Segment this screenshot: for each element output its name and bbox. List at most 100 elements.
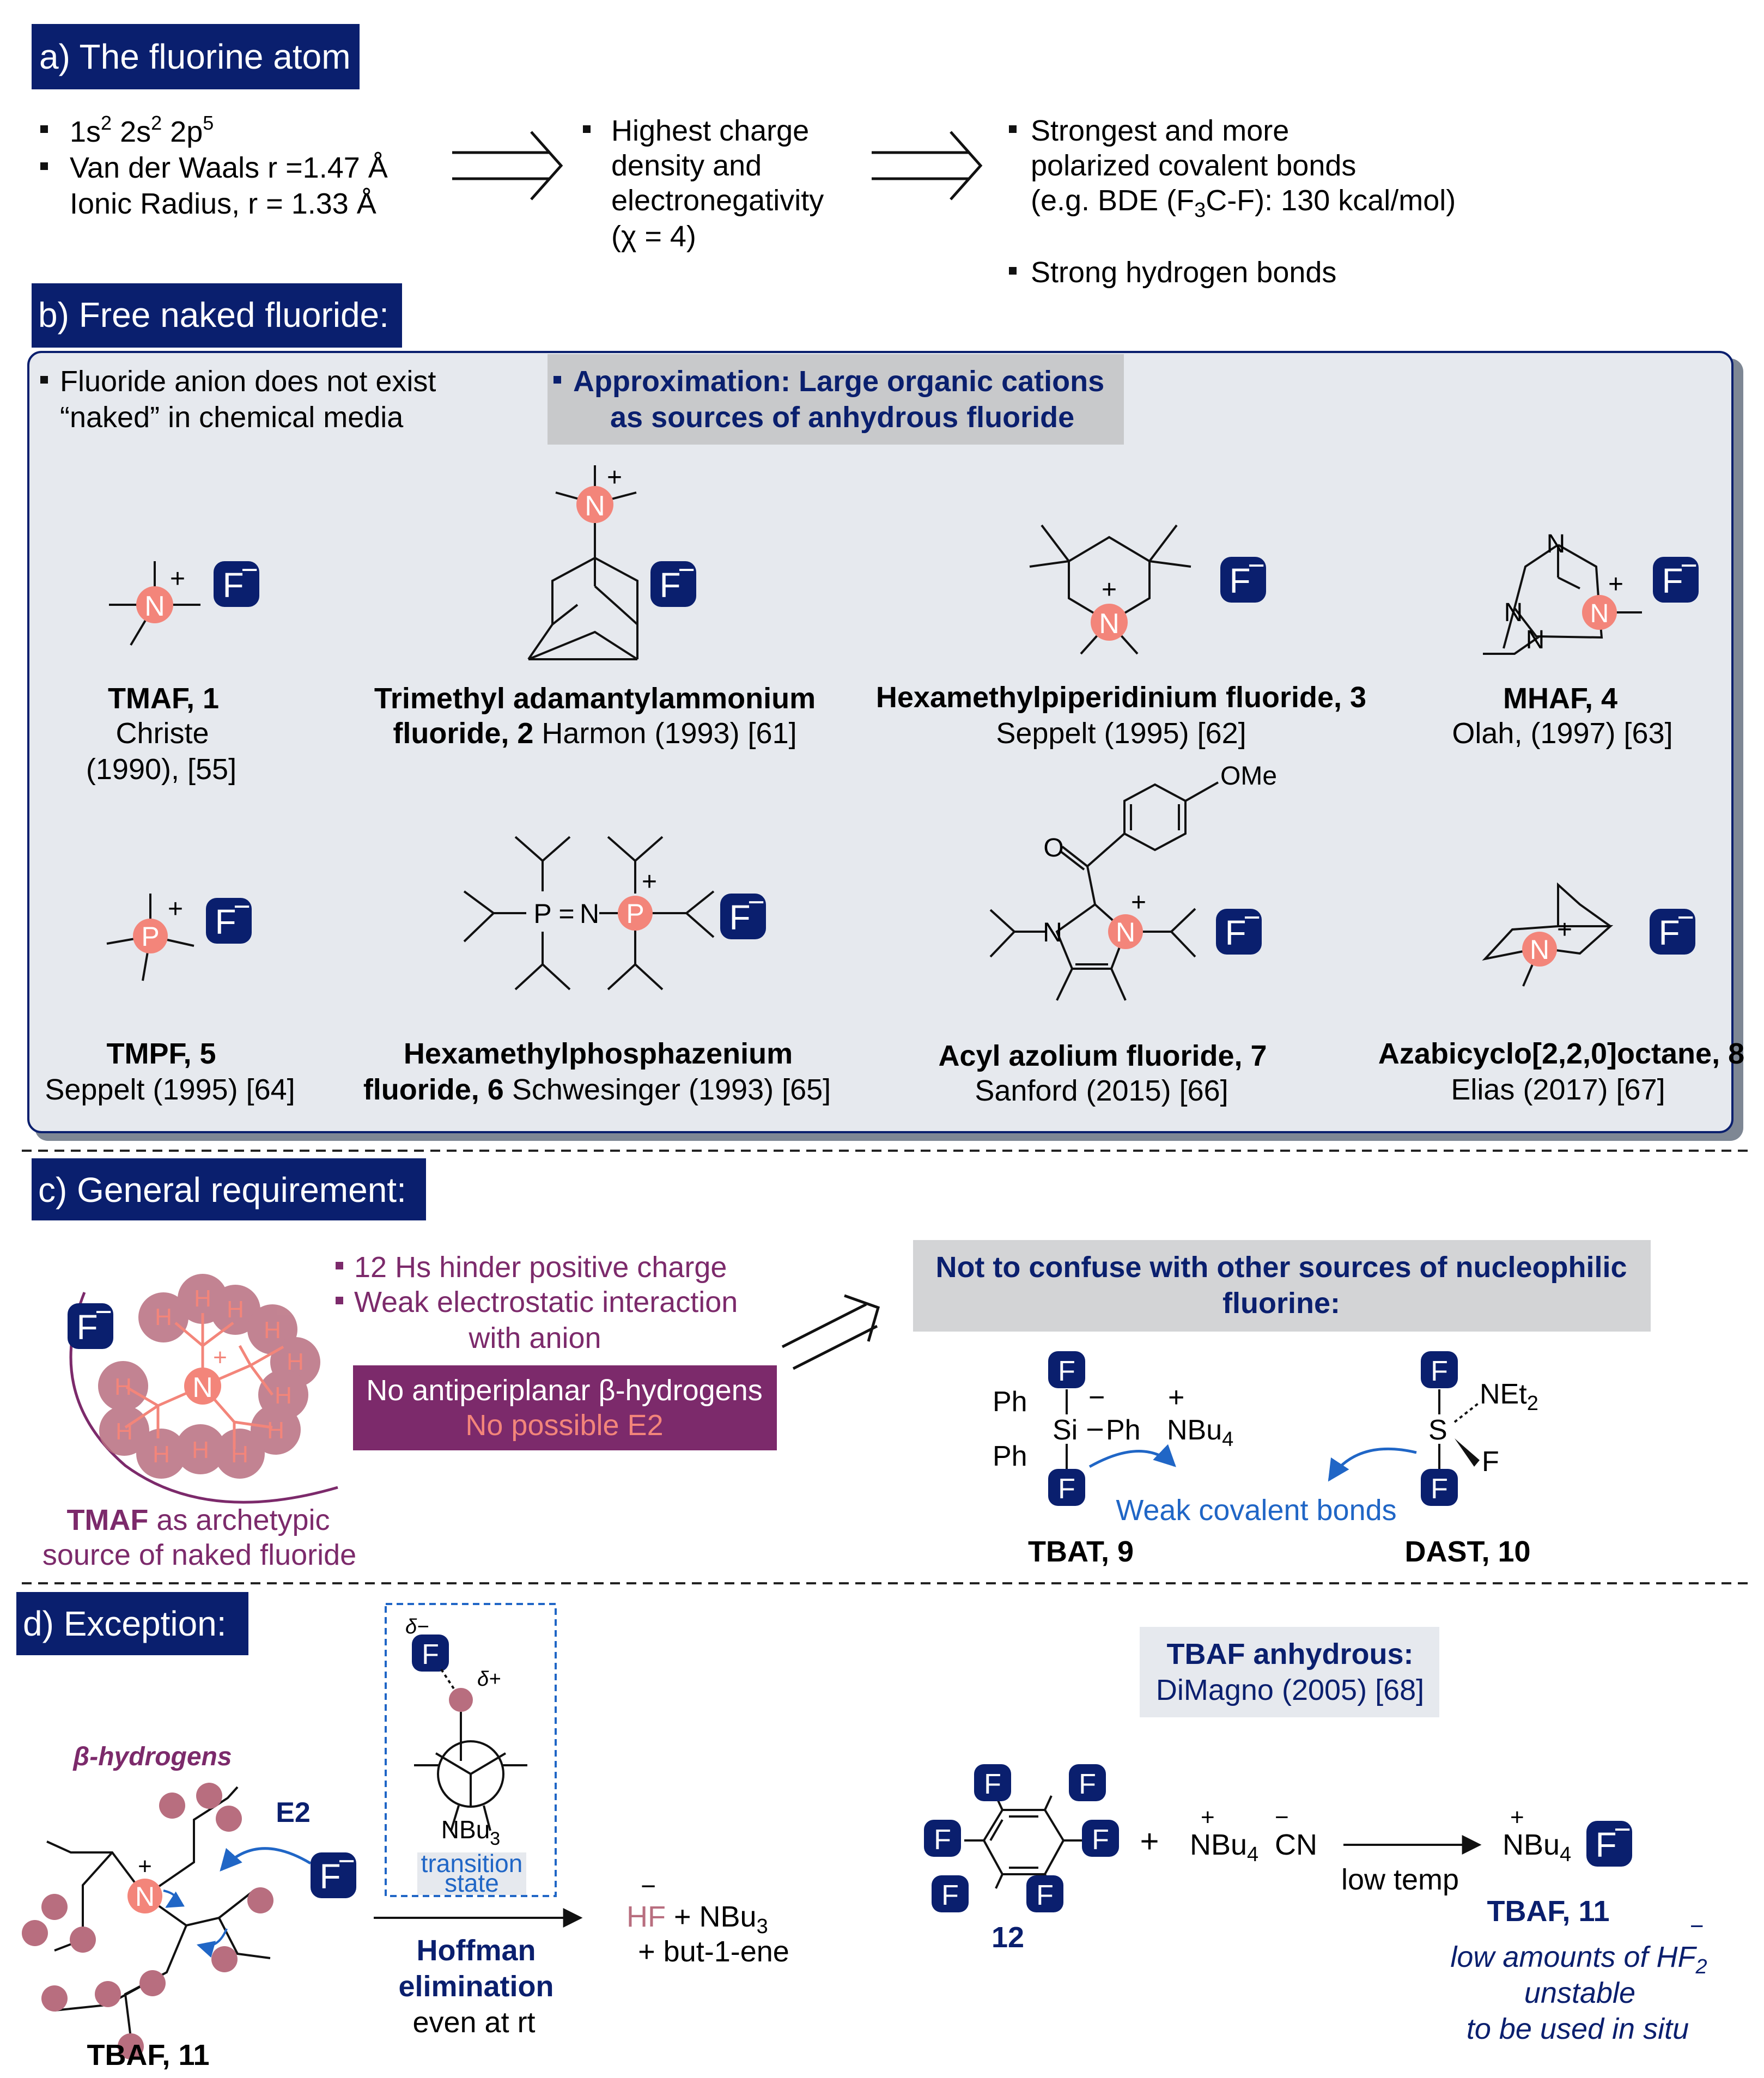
beta-hydrogen-spheres: [22, 1783, 273, 2059]
e2-label: E2: [276, 1797, 311, 1828]
atom-label-p: P: [141, 921, 159, 952]
section-b-title: b) Free naked fluoride:: [38, 295, 389, 335]
compound-4-name: MHAF, 4: [1503, 682, 1617, 715]
fluorine-atom-icon: [932, 1875, 969, 1912]
col2-line4: (χ = 4): [611, 220, 696, 253]
compound-5-ref: Seppelt (1995) [64]: [45, 1073, 295, 1106]
double-arrow-icon: [781, 1294, 880, 1370]
structure-dast: [1438, 1389, 1481, 1469]
bullet-icon: [336, 1262, 343, 1269]
bond-strength-block: Strongest and more polarized covalent bo…: [1009, 114, 1456, 289]
atom-label-n: N: [1590, 599, 1609, 628]
section-b-header-bg: [32, 283, 402, 348]
tbat-label: TBAT, 9: [1028, 1535, 1134, 1568]
charge-plus: +: [642, 867, 657, 896]
compound-2-line2: fluoride, 2 Harmon (1993) [61]: [393, 717, 796, 750]
tmaf-caption-line2: source of naked fluoride: [42, 1539, 356, 1571]
section-a-title: a) The fluorine atom: [39, 37, 351, 76]
bullet-icon: [1009, 125, 1017, 133]
double-arrow-icon: [452, 131, 563, 200]
fluoride-badge-icon: [68, 1296, 113, 1349]
atom-label-n: N: [1547, 530, 1566, 558]
atom-label-n: N: [1526, 625, 1545, 654]
bullet-icon: [40, 376, 48, 384]
charge-plus: +: [1557, 915, 1572, 944]
fluorine-atom-icon: [924, 1820, 961, 1857]
atom-label-h: H: [153, 1441, 170, 1468]
atom-label-f: F: [1482, 1446, 1499, 1478]
atom-label-p: P: [626, 898, 644, 929]
nitrogen-atom: [136, 586, 173, 623]
phosphorus-atom: [618, 896, 653, 931]
tbaf-note3: to be used in situ: [1467, 2013, 1689, 2045]
compound-3-name: Hexamethylpiperidinium fluoride, 3: [876, 681, 1366, 714]
approx-line1: Approximation: Large organic cations: [573, 365, 1104, 398]
atom-label-h: H: [194, 1285, 211, 1312]
charge-plus: +: [170, 564, 185, 593]
bullet-icon: [1009, 267, 1017, 275]
charge-plus: +: [168, 895, 183, 923]
tbaf-note1: low amounts of HF2: [1450, 1941, 1707, 1978]
no-e2-line1: No antiperiplanar β-hydrogens: [366, 1374, 762, 1407]
atom-label-n: N: [144, 591, 165, 622]
compound-12-label: 12: [992, 1921, 1024, 1954]
newman-projection: [414, 1712, 527, 1831]
col3-line3: (e.g. BDE (F3C-F): 130 kcal/mol): [1031, 184, 1456, 222]
atom-label-ph: Ph: [993, 1441, 1027, 1472]
product-minus-sign: −: [641, 1872, 656, 1901]
atom-label-n: N: [1043, 917, 1062, 947]
cyanide-label: CN: [1275, 1828, 1317, 1861]
anhydrous-line1: TBAF anhydrous:: [1167, 1638, 1414, 1670]
wedge-bond: [1455, 1438, 1480, 1467]
approx-line2: as sources of anhydrous fluoride: [610, 401, 1074, 434]
col3-line2: polarized covalent bonds: [1031, 149, 1356, 182]
e2-arrow: [220, 1847, 312, 1872]
atom-label-n: N: [1504, 598, 1523, 627]
charge-plus: +: [1168, 1382, 1184, 1413]
col3-line1: Strongest and more: [1031, 114, 1289, 147]
col2-line3: electronegativity: [611, 184, 824, 217]
col2-line2: density and: [611, 149, 762, 182]
compound-6-line2: fluoride, 6 Schwesinger (1993) [65]: [363, 1073, 831, 1106]
bond-arrow: [1328, 1447, 1417, 1482]
fluorine-properties: 1s2 2s2 2p5 Van der Waals r =1.47 Å Ioni…: [40, 112, 388, 220]
atom-label-h: H: [231, 1441, 248, 1468]
naked-note-line2: “naked” in chemical media: [60, 401, 404, 434]
col3-line4: Strong hydrogen bonds: [1031, 256, 1336, 289]
structure-phosphazenium: [463, 836, 715, 991]
nitrogen-atom: [1108, 914, 1143, 949]
atom-label-h: H: [115, 1418, 133, 1445]
hydrogen-atom: [449, 1688, 473, 1712]
charge-plus: +: [1201, 1804, 1215, 1831]
vdw-radius: Van der Waals r =1.47 Å: [70, 151, 388, 184]
charge-plus: +: [1131, 888, 1146, 917]
charge-plus: +: [607, 463, 622, 492]
section-d-header-bg: [16, 1592, 248, 1655]
atom-label-h: H: [192, 1437, 209, 1463]
fluorine-atom-icon: [974, 1764, 1011, 1801]
compound-5-name: TMPF, 5: [106, 1037, 216, 1070]
atom-label-n: N: [1099, 608, 1120, 640]
fluorine-atom-icon: [1082, 1820, 1119, 1857]
atom-label-ph: Ph: [1106, 1414, 1141, 1446]
section-c-title: c) General requirement:: [38, 1170, 406, 1210]
transition-state-box: [385, 1603, 557, 1897]
section-d-title: d) Exception:: [23, 1604, 227, 1643]
atom-label-n: N: [1530, 934, 1549, 965]
bullet-icon: [40, 162, 48, 170]
fluorine-atom-icon: [1026, 1875, 1063, 1912]
electron-config: 1s2 2s2 2p5: [70, 112, 214, 148]
no-e2-box: [353, 1365, 777, 1450]
no-e2-line2: No possible E2: [465, 1409, 663, 1442]
charge-minus: −: [1088, 1382, 1105, 1413]
atom-label-h: H: [264, 1317, 281, 1344]
section-a: a) The fluorine atom 1s2 2s2 2p5 Van der…: [32, 24, 1456, 289]
section-c-header-bg: [32, 1158, 426, 1220]
charge-plus: +: [213, 1344, 227, 1371]
bond-arrow: [1088, 1444, 1176, 1468]
fluoride-badge-icon: [311, 1845, 356, 1898]
tbaf-label: TBAF, 11: [87, 2039, 209, 2071]
hydrogen-spheres: [98, 1274, 320, 1479]
fluorine-atom-icon: [1048, 1469, 1085, 1506]
